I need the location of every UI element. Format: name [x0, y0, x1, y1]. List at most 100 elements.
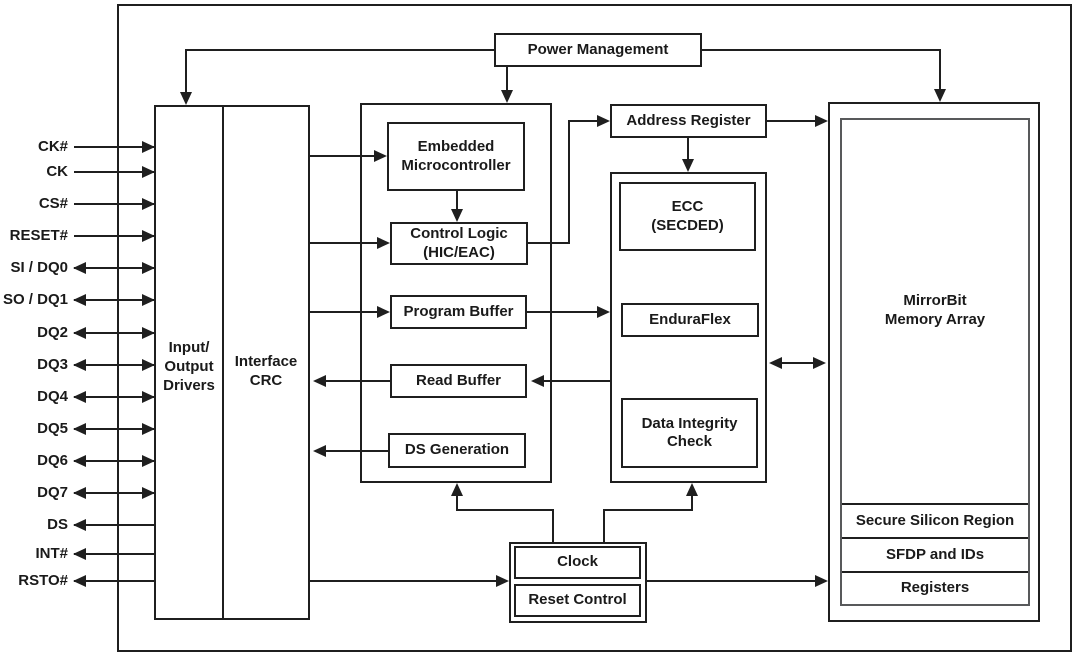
pin-label: CK#: [37, 138, 68, 155]
arrowhead-down: [501, 90, 513, 103]
pin-line: [74, 396, 154, 398]
arrowhead-right: [377, 306, 390, 318]
arrowhead-right: [142, 487, 155, 499]
control-logic-block: Control Logic (HIC/EAC): [390, 222, 528, 265]
arrowhead-right: [815, 575, 828, 587]
pin-line: [74, 267, 154, 269]
connector-line: [527, 311, 599, 313]
pin-line: [74, 492, 154, 494]
arrowhead-right: [142, 359, 155, 371]
arrowhead-left: [73, 519, 86, 531]
pin-label: DQ5: [37, 420, 68, 437]
connector-line: [702, 49, 940, 51]
connector-line: [603, 509, 693, 511]
arrowhead-right: [142, 391, 155, 403]
pin-line: [74, 171, 154, 173]
pin-label: RESET#: [9, 227, 68, 244]
connector-line: [456, 191, 458, 211]
arrowhead-right: [142, 141, 155, 153]
divider-line: [222, 107, 224, 618]
connector-line: [780, 362, 818, 364]
pin-label: CK: [46, 163, 68, 180]
arrowhead-left: [73, 487, 86, 499]
connector-line: [186, 49, 494, 51]
connector-line: [310, 155, 376, 157]
arrowhead-right: [142, 327, 155, 339]
connector-line: [324, 450, 388, 452]
pin-line: [74, 146, 154, 148]
arrowhead-left: [531, 375, 544, 387]
program-buffer-block: Program Buffer: [390, 295, 527, 329]
arrowhead-right: [142, 262, 155, 274]
pin-line: [74, 332, 154, 334]
connector-line: [456, 494, 458, 511]
registers-section: Registers: [842, 571, 1028, 604]
arrowhead-left: [73, 423, 86, 435]
arrowhead-right: [813, 357, 826, 369]
connector-line: [568, 120, 570, 244]
arrowhead-up: [686, 483, 698, 496]
read-buffer-block: Read Buffer: [390, 364, 527, 398]
arrowhead-right: [815, 115, 828, 127]
memory-array-label: MirrorBit Memory Array: [884, 292, 986, 328]
connector-line: [506, 67, 508, 92]
pin-line: [74, 553, 154, 555]
arrowhead-left: [313, 445, 326, 457]
arrowhead-left: [73, 455, 86, 467]
enduraflex-block: EnduraFlex: [621, 303, 759, 337]
pin-line: [74, 299, 154, 301]
pin-label: INT#: [35, 545, 68, 562]
pin-line: [74, 364, 154, 366]
arrowhead-left: [73, 548, 86, 560]
embedded-microcontroller-block: Embedded Microcontroller: [387, 122, 525, 191]
arrowhead-right: [142, 230, 155, 242]
connector-line: [310, 311, 379, 313]
pin-label: CS#: [38, 195, 68, 212]
connector-line: [324, 380, 390, 382]
connector-line: [687, 138, 689, 161]
connector-line: [691, 494, 693, 511]
connector-line: [552, 509, 554, 542]
connector-line: [185, 49, 187, 94]
arrowhead-down: [451, 209, 463, 222]
secure-silicon-region-section: Secure Silicon Region: [842, 503, 1028, 537]
pin-label: DS: [47, 516, 68, 533]
connector-line: [647, 580, 816, 582]
io-crc-container: Input/ Output Drivers Interface CRC: [154, 105, 310, 620]
interface-crc-block: Interface CRC: [234, 353, 298, 389]
pin-line: [74, 203, 154, 205]
arrowhead-left: [769, 357, 782, 369]
connector-line: [767, 120, 816, 122]
reset-control-block: Reset Control: [514, 584, 641, 617]
pin-label: RSTO#: [18, 572, 68, 589]
pin-label: SO / DQ1: [2, 291, 68, 308]
pin-line: [74, 235, 154, 237]
connector-line: [528, 242, 570, 244]
arrowhead-right: [142, 166, 155, 178]
address-register-block: Address Register: [610, 104, 767, 138]
sfdp-ids-section: SFDP and IDs: [842, 537, 1028, 571]
arrowhead-down: [934, 89, 946, 102]
arrowhead-left: [73, 359, 86, 371]
arrowhead-down: [180, 92, 192, 105]
pin-line: [74, 460, 154, 462]
arrowhead-right: [142, 455, 155, 467]
data-integrity-check-block: Data Integrity Check: [621, 398, 758, 468]
connector-line: [310, 242, 379, 244]
arrowhead-left: [73, 391, 86, 403]
power-management-block: Power Management: [494, 33, 702, 67]
ecc-block: ECC (SECDED): [619, 182, 756, 251]
arrowhead-left: [73, 575, 86, 587]
connector-line: [457, 509, 554, 511]
arrowhead-up: [451, 483, 463, 496]
io-drivers-block: Input/ Output Drivers: [163, 339, 215, 394]
arrowhead-right: [142, 198, 155, 210]
connector-line: [568, 120, 599, 122]
pin-label: DQ6: [37, 452, 68, 469]
pin-label: DQ4: [37, 388, 68, 405]
arrowhead-right: [377, 237, 390, 249]
connector-line: [310, 580, 497, 582]
pin-line: [74, 428, 154, 430]
arrowhead-right: [142, 423, 155, 435]
